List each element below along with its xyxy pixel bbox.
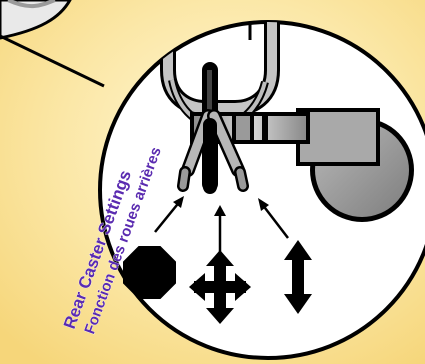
pointer-line [0, 34, 105, 88]
four-way-arrow-icon [189, 250, 251, 324]
octagon-stop-icon [123, 246, 176, 299]
wheel-housing [300, 112, 376, 162]
caster-mechanism [160, 22, 414, 222]
lever-positions [177, 109, 249, 194]
position-arrows [154, 196, 289, 258]
two-way-vertical-arrow-icon [284, 240, 312, 314]
